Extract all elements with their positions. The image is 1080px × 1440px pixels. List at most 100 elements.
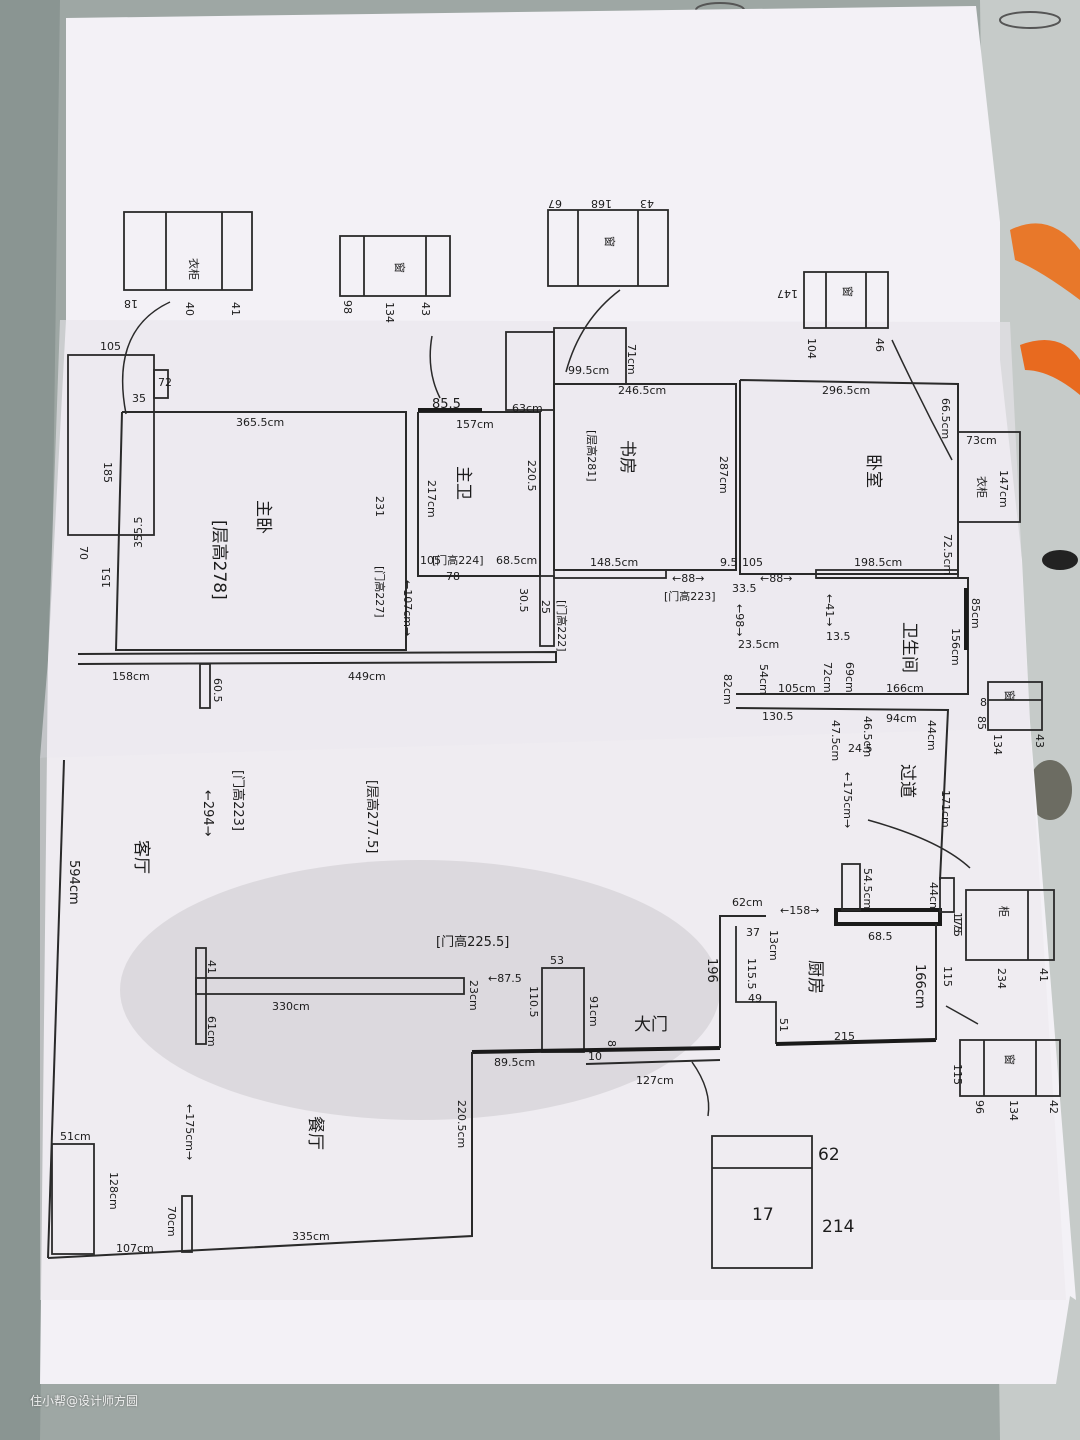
door-height-master: [门高227] — [373, 566, 387, 618]
m-1155: 115.5 — [745, 958, 758, 990]
m-158: 158cm — [112, 670, 150, 683]
fixture-box-5: 窗 85 134 43 — [975, 681, 1046, 755]
fixture-box-3-m3: 43 — [640, 197, 654, 210]
study-ceiling-height: [层高281] — [585, 430, 599, 482]
m-305: 30.5 — [517, 588, 530, 613]
m-54: 54cm — [757, 664, 770, 695]
m-2205: 220.5 — [525, 460, 538, 492]
fixture-box-3-m2: 168 — [591, 197, 612, 210]
m-127: 127cm — [636, 1074, 674, 1087]
study-walls — [553, 383, 737, 571]
m-1985: 198.5cm — [854, 556, 902, 569]
m-72: 72 — [158, 376, 172, 389]
m-665: 66.5cm — [939, 398, 952, 439]
m-175a: ←175cm→ — [841, 772, 854, 828]
m-1485: 148.5cm — [590, 556, 638, 569]
m-335: 335cm — [292, 1230, 330, 1243]
fixture-box-4-m2: 104 — [805, 338, 818, 359]
m-85: 85cm — [969, 598, 982, 629]
m-23: 23cm — [467, 980, 480, 1011]
wardrobe-outline — [67, 354, 155, 536]
m-2465: 246.5cm — [618, 384, 666, 397]
fixture-box-1: 衣柜 18 40 41 — [123, 211, 253, 316]
m-215: 215 — [834, 1030, 855, 1043]
beam-294-height: [门高223] — [230, 770, 246, 831]
m-107b: 107cm — [116, 1242, 154, 1255]
kitchen-left-wall — [719, 915, 766, 1048]
m-245: 24.5 — [848, 742, 873, 755]
m-685k: 68.5 — [868, 930, 893, 943]
fixture-box-3-m1: 67 — [548, 197, 562, 210]
fixture-box-2-label: 窗 — [393, 262, 407, 273]
m-105b: 105 — [420, 554, 441, 567]
m-3555: 355.5 — [132, 517, 145, 549]
m-605: 60.5 — [211, 678, 224, 703]
watermark: 住小帮@设计师方圆 — [30, 1394, 139, 1408]
room-dining: 餐厅 — [305, 1116, 325, 1150]
m-335s: 33.5 — [732, 582, 757, 595]
m-594: 594cm — [66, 860, 81, 905]
fixture-box-5-m2: 134 — [991, 734, 1004, 755]
m-545: 54.5cm — [861, 868, 874, 909]
m-37: 37 — [746, 926, 760, 939]
middle-wall — [77, 650, 557, 665]
fixture-box-2-m1: 98 — [341, 300, 354, 314]
m-69: 69cm — [843, 662, 856, 693]
m-166k: 166cm — [912, 964, 927, 1009]
m-175b: ←175cm→ — [183, 1104, 196, 1160]
m-128: 128cm — [107, 1172, 120, 1210]
m-217: 217cm — [425, 480, 438, 518]
room-study: 书房 — [617, 440, 637, 474]
fixture-box-7: 窗 115 96 134 42 — [951, 1039, 1061, 1121]
dining-walls — [47, 1052, 473, 1259]
m-475: 47.5cm — [829, 720, 842, 761]
fixture-box-7-label: 窗 — [1003, 1054, 1017, 1065]
door-height-beam: [门高225.5] — [436, 934, 509, 950]
m-94: 94cm — [886, 712, 917, 725]
fixture-box-2-m2: 134 — [383, 302, 396, 323]
room-kitchen: 厨房 — [805, 960, 825, 994]
m-8755: ←87.5 — [488, 972, 522, 985]
room-bath-2: 卫生间 — [899, 622, 919, 673]
m-855: 85.5 — [432, 397, 461, 412]
m-171: 171cm — [939, 790, 952, 828]
m-70b: 70cm — [165, 1206, 178, 1237]
m-151: 151 — [100, 567, 113, 588]
m-1305: 130.5 — [762, 710, 794, 723]
m-35: 35 — [132, 392, 146, 405]
arrow-to-box-3 — [565, 289, 621, 373]
orange-frame-decor-2 — [1020, 340, 1080, 395]
corridor-walls — [735, 707, 950, 881]
fixture-box-4-label: 窗 — [841, 286, 855, 297]
m-73: 73cm — [966, 434, 997, 447]
m-147: 147cm — [997, 470, 1010, 508]
m-105c: 105cm — [778, 682, 816, 695]
m-78: 78 — [446, 570, 460, 583]
fixture-box-1-m2: 40 — [183, 302, 196, 316]
beam-294: ←294→ — [200, 790, 215, 837]
m-88b: ←88→ — [760, 572, 792, 585]
fixture-box-7-m4: 42 — [1047, 1100, 1060, 1114]
fixture-box-8-label: 17 — [752, 1205, 774, 1225]
wardrobe-note: 衣柜 — [975, 476, 989, 498]
m-158k: ←158→ — [780, 904, 819, 917]
fixture-box-8-m2: 214 — [822, 1217, 854, 1237]
fixture-box-3: 窗 67 168 43 — [547, 197, 669, 287]
m-231: 231 — [373, 496, 386, 517]
fixture-box-4-m3: 46 — [873, 338, 886, 352]
fixture-box-6: 柜 175 234 41 — [951, 889, 1055, 989]
arrow-to-box-8 — [691, 1061, 710, 1117]
fixture-box-7-m3: 134 — [1007, 1100, 1020, 1121]
m-41: ←41→ — [823, 594, 836, 626]
m-685: 68.5cm — [496, 554, 537, 567]
glasses-frame-decor — [1042, 550, 1078, 570]
m-2965: 296.5cm — [822, 384, 870, 397]
m-10: 10 — [588, 1050, 602, 1063]
m-41b: 41 — [205, 960, 218, 974]
m-53: 53 — [550, 954, 564, 967]
arrow-to-box-2 — [429, 335, 441, 399]
fixture-box-2: 窗 98 134 43 — [339, 235, 451, 323]
arrow-to-box-6 — [867, 819, 971, 869]
